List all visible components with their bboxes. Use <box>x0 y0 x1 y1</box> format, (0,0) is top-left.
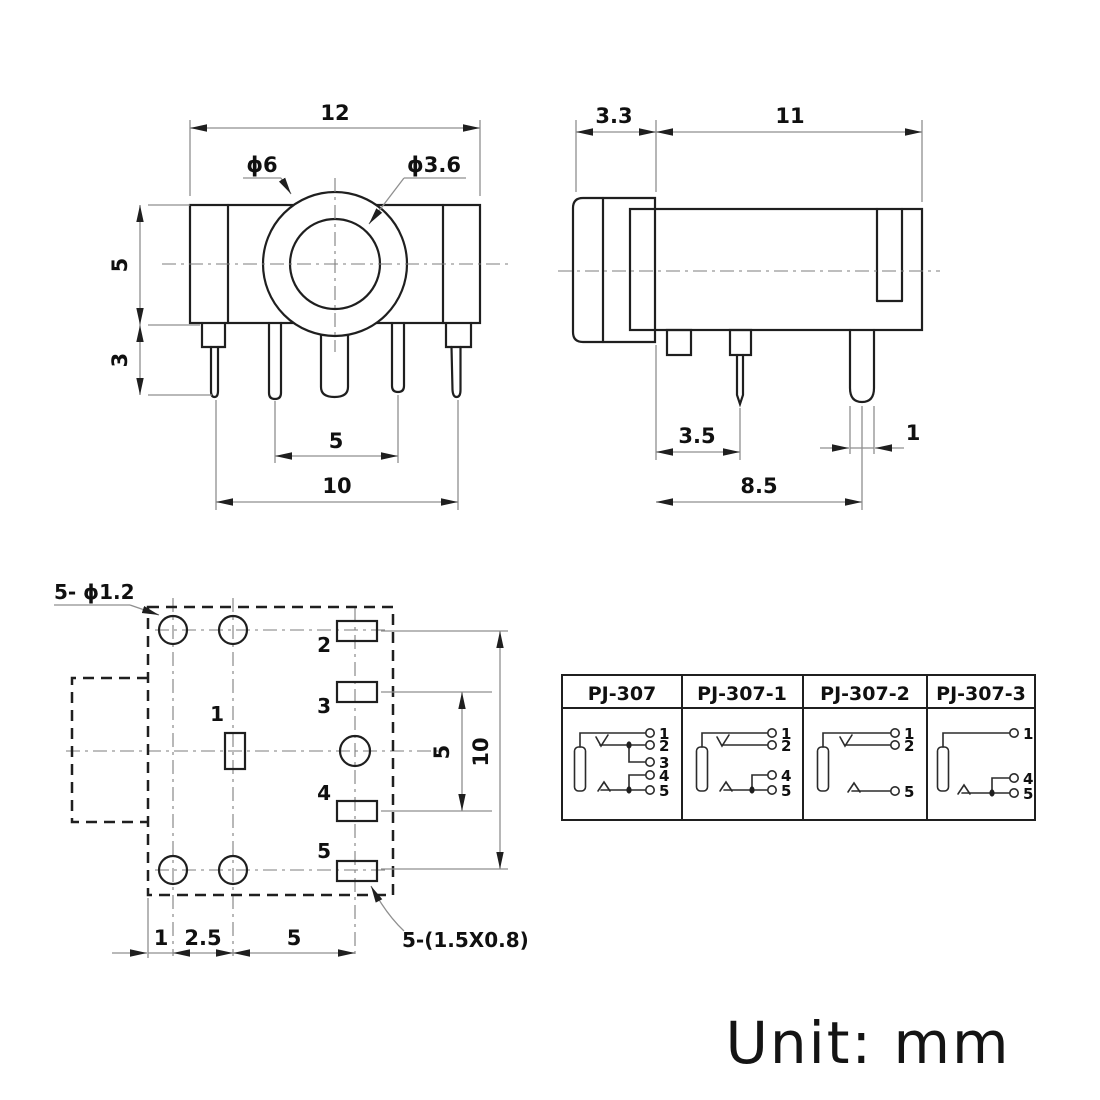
dim-front-width: 12 <box>320 101 349 125</box>
sch-pin-label: 5 <box>781 782 791 800</box>
dim-pin-pitch-inner: 5 <box>329 429 344 453</box>
pad-4 <box>335 799 379 823</box>
pad-5 <box>335 859 379 883</box>
bottom-view: 1 2 3 4 5 5- ϕ1.2 5-(1.5X0.8) 5 10 1 2.5… <box>54 580 529 958</box>
table-header-pj307-3: PJ-307-3 <box>936 683 1026 705</box>
pin-label-1: 1 <box>210 702 224 726</box>
mount-hole <box>157 614 189 646</box>
sch-pin-label: 4 <box>1023 770 1033 788</box>
dim-edge-offset: 1 <box>154 926 169 950</box>
sch-pin-label: 1 <box>659 725 669 743</box>
dim-body-length: 11 <box>775 104 804 128</box>
dim-body-height: 5 <box>108 258 132 273</box>
pin-label-5: 5 <box>317 839 331 863</box>
label-outer-diameter: ϕ6 <box>246 153 277 177</box>
sch-pin-label: 1 <box>781 725 791 743</box>
dim-pin-offset: 3.5 <box>678 424 715 448</box>
unit-note: Unit: mm <box>725 1009 1010 1077</box>
sch-pin-label: 2 <box>781 737 791 755</box>
front-view: 12 ϕ6 ϕ3.6 5 3 5 10 <box>108 101 508 510</box>
side-view: 3.3 11 3.5 1 8.5 <box>558 104 940 510</box>
sch-pin-label: 1 <box>1023 725 1033 743</box>
sch-pin-label: 4 <box>659 767 669 785</box>
pad-1 <box>223 731 247 771</box>
dim-pad-row-pitch: 5 <box>430 745 454 760</box>
variants-table: PJ-307 PJ-307-1 PJ-307-2 PJ-307-3 1 2 3 … <box>561 674 1036 821</box>
pin-label-3: 3 <box>317 694 331 718</box>
schematic-pj307: 1 2 3 4 5 <box>573 725 669 800</box>
table-header-pj307: PJ-307 <box>588 683 657 705</box>
mount-hole <box>157 854 189 886</box>
front-pins <box>200 321 473 401</box>
mount-hole <box>338 734 372 768</box>
mount-hole <box>217 854 249 886</box>
sch-pin-label: 5 <box>904 783 914 801</box>
side-body-outline <box>628 207 924 332</box>
dim-hole-row-pitch: 10 <box>469 737 493 766</box>
schematic-pj307-1: 1 2 4 5 <box>695 725 791 800</box>
pin-label-4: 4 <box>317 781 331 805</box>
dim-pad-col-pitch: 5 <box>287 926 302 950</box>
sch-pin-label: 5 <box>1023 785 1033 803</box>
label-inner-diameter: ϕ3.6 <box>407 153 461 177</box>
dim-pin-pitch-outer: 10 <box>322 474 351 498</box>
pads-note: 5-(1.5X0.8) <box>402 928 529 952</box>
pin-label-2: 2 <box>317 633 331 657</box>
sch-pin-label: 4 <box>781 767 791 785</box>
sch-pin-label: 2 <box>904 737 914 755</box>
sch-pin-label: 3 <box>659 754 669 772</box>
table-header-pj307-1: PJ-307-1 <box>697 683 787 705</box>
dim-bushing-length: 3.3 <box>595 104 632 128</box>
table-header-pj307-2: PJ-307-2 <box>820 683 910 705</box>
dim-pin-pitch-side: 8.5 <box>740 474 777 498</box>
sch-pin-label: 5 <box>659 782 669 800</box>
schematic-pj307-3: 1 4 5 <box>936 725 1033 803</box>
bottom-body-outline <box>146 605 395 897</box>
sch-pin-label: 1 <box>904 725 914 743</box>
dim-hole-col-pitch: 2.5 <box>184 926 221 950</box>
sch-pin-label: 2 <box>659 737 669 755</box>
schematic-pj307-2: 1 2 5 <box>816 725 914 801</box>
bottom-bushing-outline <box>70 676 148 824</box>
dim-pin-width: 1 <box>906 421 921 445</box>
mount-hole <box>217 614 249 646</box>
pad-2 <box>335 619 379 643</box>
side-bushing-outline <box>571 196 657 344</box>
holes-note: 5- ϕ1.2 <box>54 580 135 604</box>
dim-pin-length: 3 <box>108 353 132 368</box>
pad-3 <box>335 680 379 704</box>
